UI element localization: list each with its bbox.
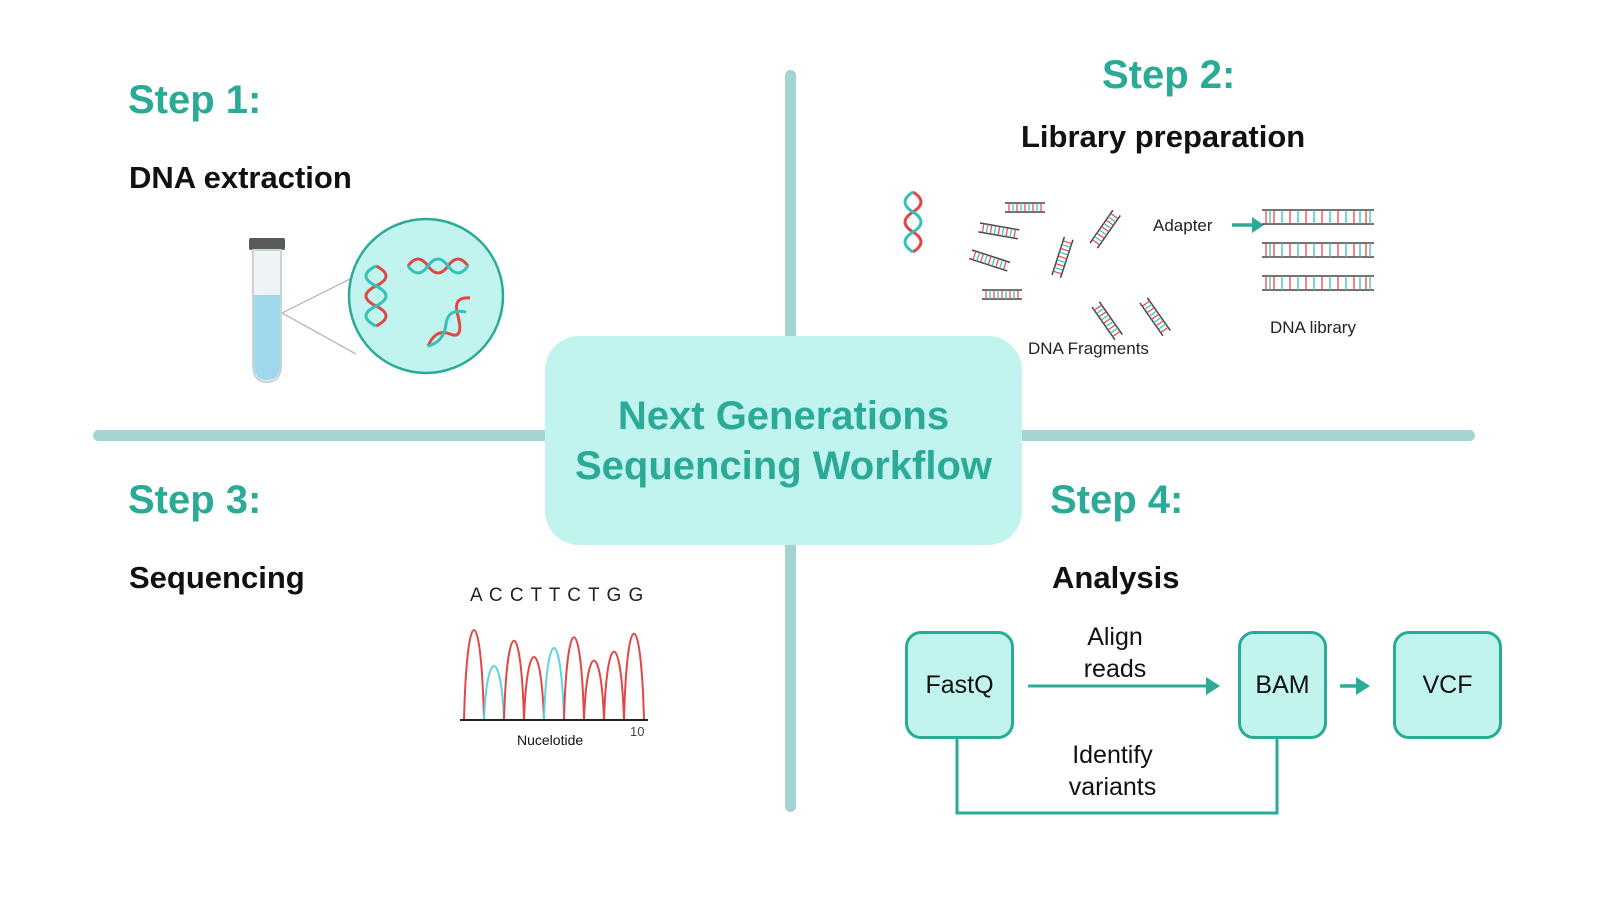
identify-variants-label: Identify variants — [1050, 739, 1175, 803]
chromatogram-peak — [503, 639, 525, 721]
chromatogram-peak — [483, 665, 505, 721]
step4-title: Step 4: — [1050, 478, 1184, 522]
chromatogram-x-tick: 10 — [630, 724, 645, 739]
identify-label-line1: Identify — [1072, 741, 1153, 769]
chromatogram-peak — [623, 632, 645, 721]
analysis-connectors — [955, 677, 1370, 815]
step2-subtitle: Library preparation — [1021, 119, 1306, 154]
center-title-line2: Sequencing Workflow — [574, 443, 993, 488]
sequence-letters: A C C T T C T G G — [470, 585, 645, 606]
step1-subtitle: DNA extraction — [129, 160, 352, 195]
dna-fragments-icon — [968, 202, 1172, 341]
chromatogram-peak — [543, 647, 565, 721]
center-title-line1: Next Generations — [617, 393, 950, 438]
dna-fragments-label: DNA Fragments — [1028, 339, 1149, 358]
bam-node: BAM — [1238, 631, 1327, 739]
step4-subtitle: Analysis — [1052, 560, 1180, 595]
dna-helix-icon — [903, 190, 923, 254]
identify-label-line2: variants — [1068, 773, 1157, 801]
chromatogram-peak — [563, 636, 585, 721]
chromatogram-peak — [583, 659, 605, 721]
step2-title: Step 2: — [1102, 53, 1236, 97]
align-reads-label: Align reads — [1060, 621, 1170, 685]
align-label-line2: reads — [1083, 655, 1147, 683]
vertical-divider-top — [785, 70, 796, 350]
dna-library-label: DNA library — [1270, 318, 1356, 337]
step1-title: Step 1: — [128, 78, 262, 122]
magnifier-circle-icon — [347, 217, 505, 375]
chromatogram-peak — [603, 650, 625, 721]
dna-library-icon — [1261, 209, 1375, 291]
horizontal-divider-left — [93, 430, 553, 441]
vcf-node: VCF — [1393, 631, 1502, 739]
center-title-box: Next Generations Sequencing Workflow — [545, 336, 1022, 545]
vertical-divider-bottom — [785, 540, 796, 812]
magnifier-lines — [281, 275, 357, 355]
step3-title: Step 3: — [128, 478, 262, 522]
chromatogram-x-label: Nucelotide — [517, 732, 584, 748]
test-tube-icon — [249, 238, 285, 384]
chromatogram-peak — [463, 629, 485, 721]
step3-subtitle: Sequencing — [129, 560, 305, 595]
arrow-right-icon — [1232, 217, 1264, 233]
horizontal-divider-right — [1015, 430, 1475, 441]
align-label-line1: Align — [1087, 623, 1143, 651]
adapter-label: Adapter — [1153, 216, 1213, 235]
dna-helix-icon — [426, 296, 471, 348]
dna-helix-icon — [406, 257, 470, 275]
chromatogram — [460, 629, 648, 721]
chromatogram-peak — [523, 656, 545, 721]
fastq-node: FastQ — [905, 631, 1014, 739]
dna-helix-icon — [364, 264, 388, 328]
